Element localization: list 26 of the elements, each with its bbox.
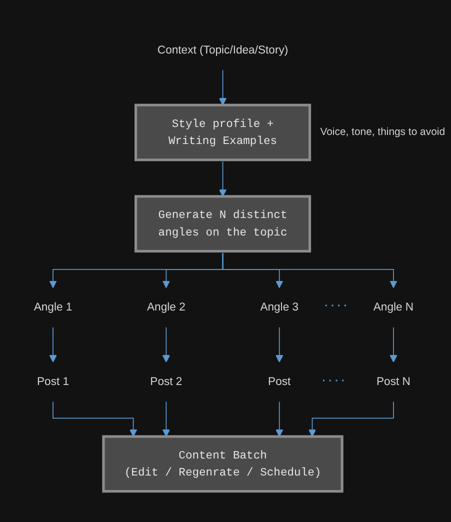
ellipsis: · · · · <box>324 300 348 314</box>
arrow <box>390 326 398 362</box>
node-text: Post <box>268 374 291 388</box>
node-text: Post 2 <box>150 374 182 388</box>
arrow <box>162 326 170 362</box>
ellipsis: · · · · <box>322 374 345 388</box>
node-text: Post 1 <box>36 374 70 388</box>
node-text: Angle 1 <box>34 300 72 313</box>
arrow <box>276 401 284 437</box>
node-text: Angle 2 <box>147 300 186 313</box>
arrow <box>276 326 284 362</box>
arrow <box>52 401 138 437</box>
node-text: Angle N <box>373 300 414 313</box>
node-text: Context (Topic/Idea/Story) <box>157 42 288 56</box>
node-box: Generate N distinct angles on the topic <box>134 195 312 253</box>
arrow <box>218 161 227 197</box>
node-text: Angle 3 <box>260 300 299 313</box>
arrow <box>218 70 227 106</box>
side-note: Voice, tone, things to avoid <box>320 126 445 140</box>
arrow <box>222 252 398 288</box>
arrow <box>49 326 57 362</box>
node-box: Content Batch (Edit / Regenrate / Schedule) <box>102 435 344 493</box>
arrow <box>162 401 170 437</box>
node-text: Post N <box>376 374 410 388</box>
arrow <box>308 401 394 437</box>
node-box: Style profile + Writing Examples <box>134 104 312 162</box>
